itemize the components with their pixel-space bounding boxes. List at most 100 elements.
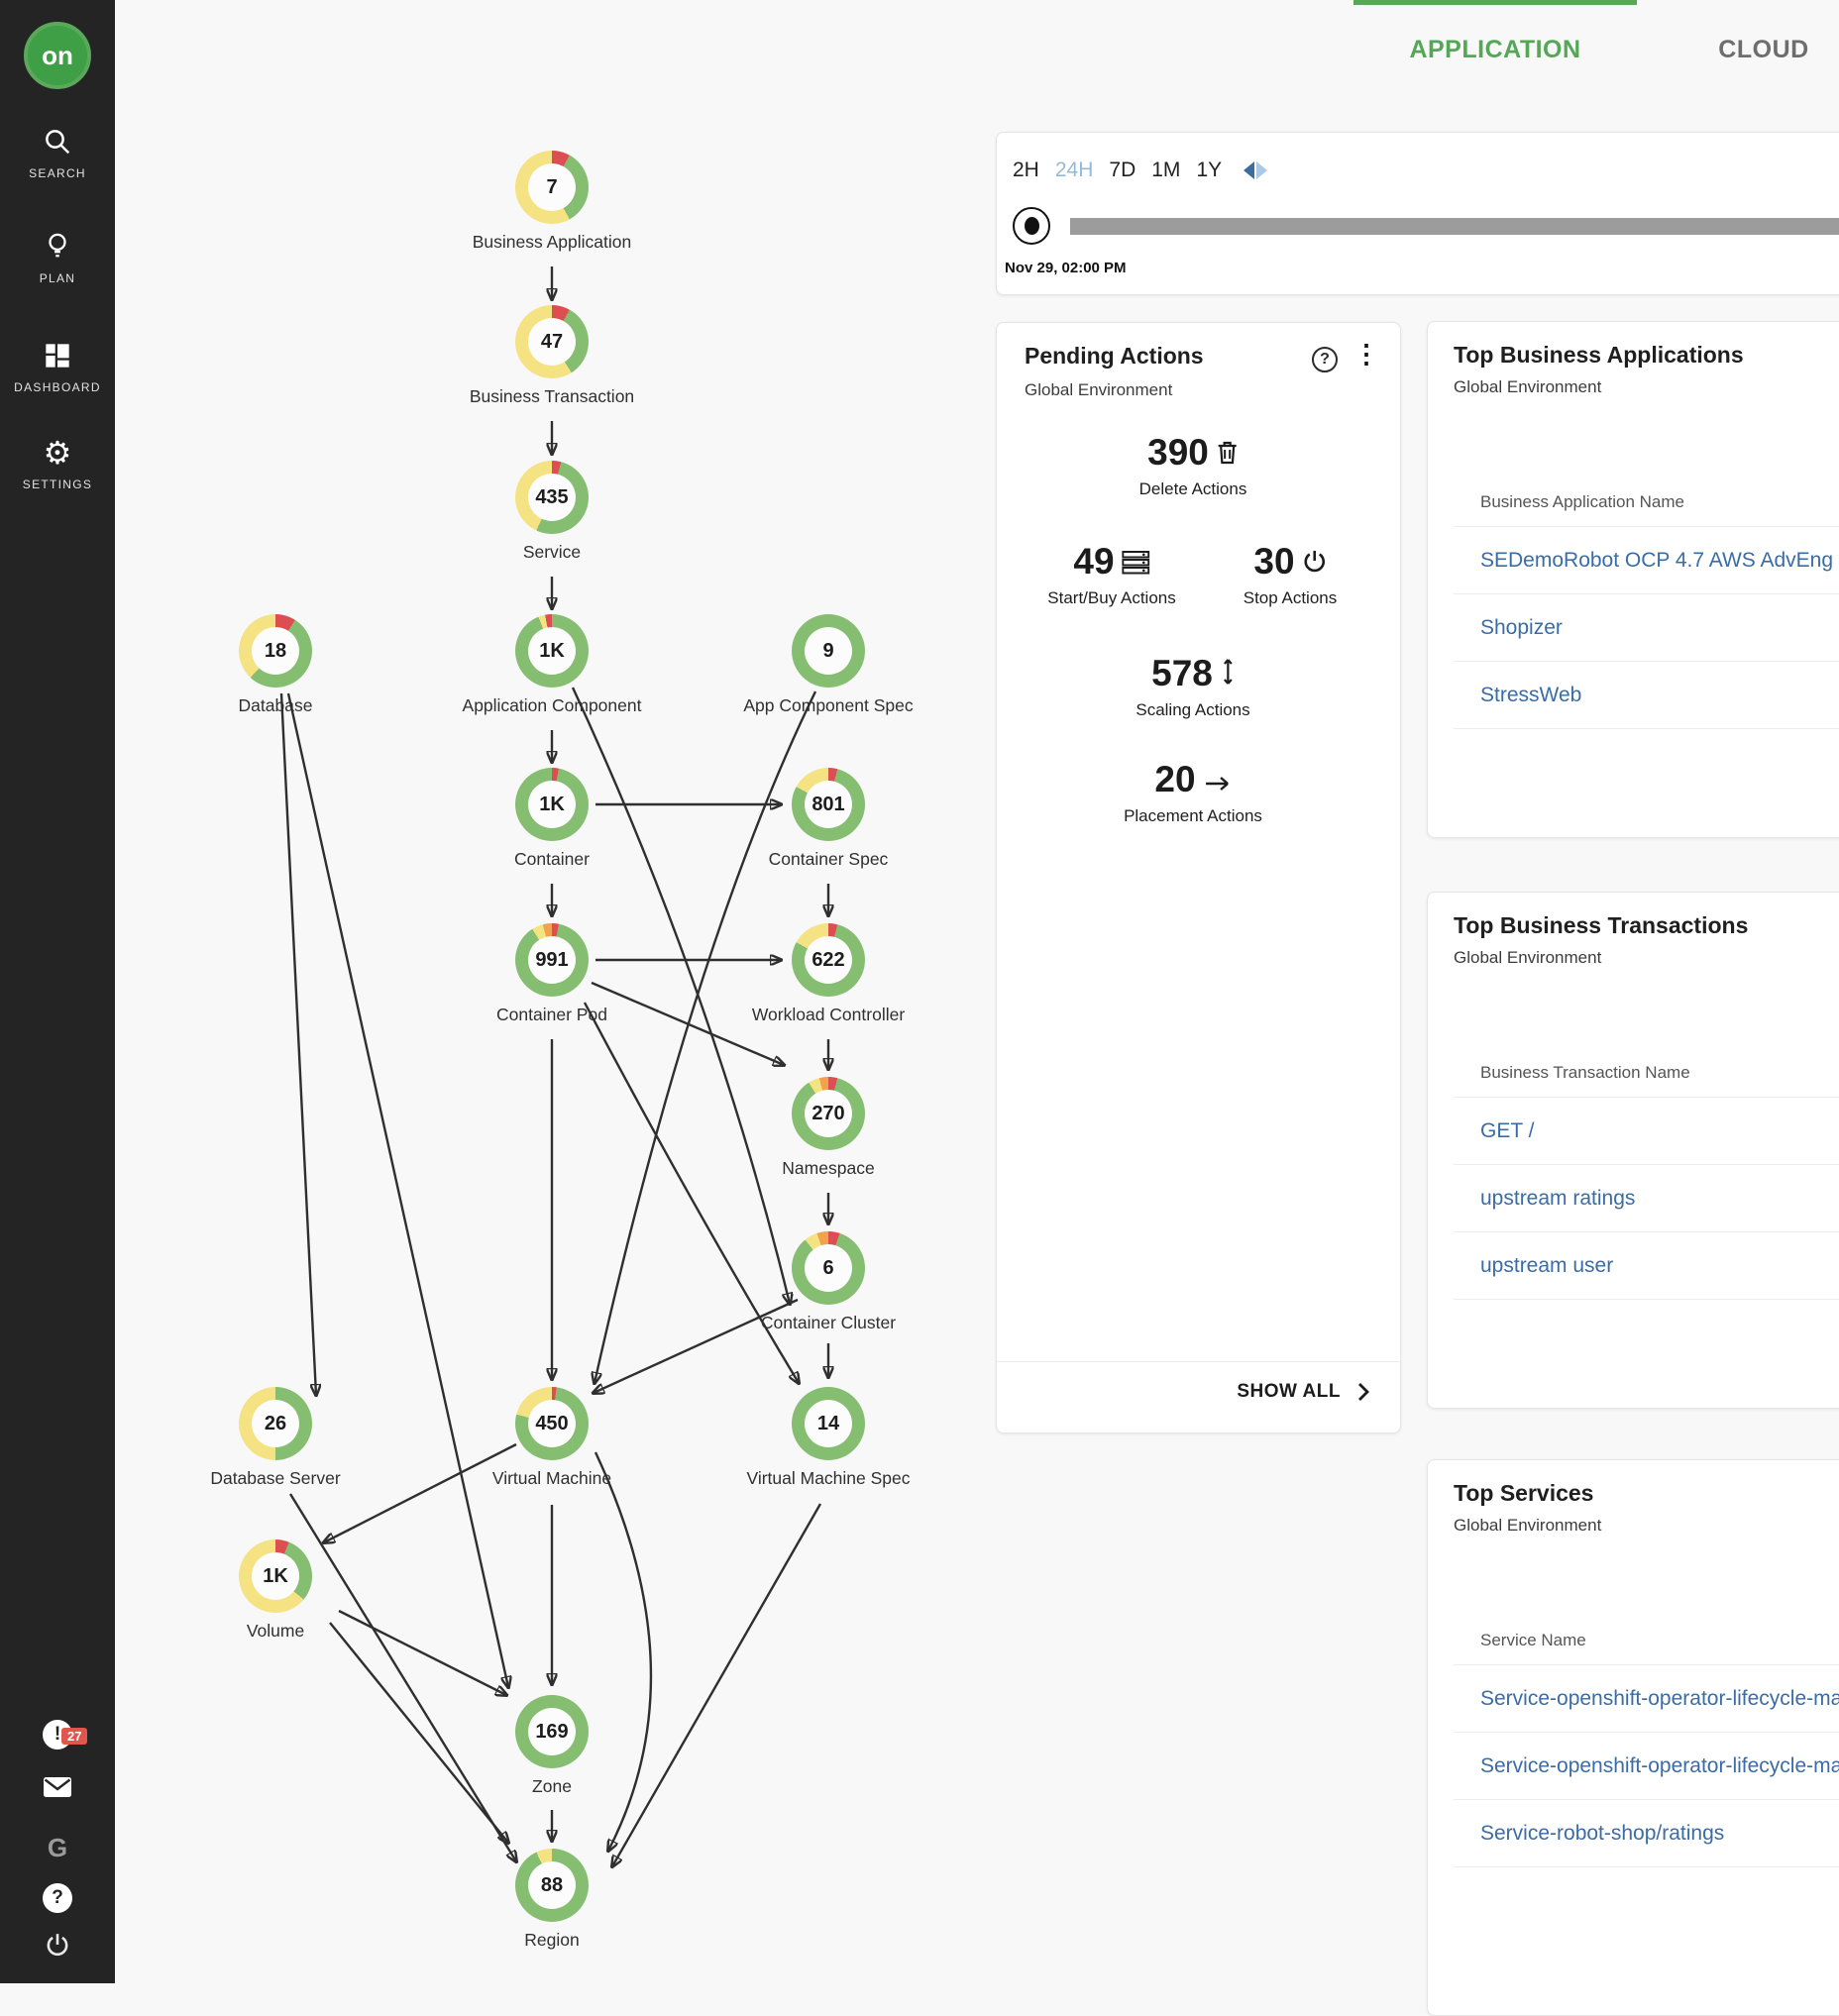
node-count: 1K	[528, 627, 576, 675]
alerts-icon[interactable]: !	[0, 1720, 115, 1750]
donut-ring: 622	[792, 923, 865, 997]
donut-ring: 18	[239, 614, 312, 688]
table-row: SEDemoRobot OCP 4.7 AWS AdvEng	[1454, 527, 1839, 594]
table-row: upstream ratings	[1454, 1165, 1839, 1232]
node-label: Container Pod	[496, 1005, 607, 1024]
entity-link[interactable]: SEDemoRobot OCP 4.7 AWS AdvEng	[1480, 548, 1834, 572]
sidebar-item-plan[interactable]: PLAN	[0, 230, 115, 285]
sidebar-item-dashboard[interactable]: DASHBOARD	[0, 339, 115, 394]
turbonomic-logo[interactable]: on	[24, 22, 91, 89]
entity-link[interactable]: Service-openshift-operator-lifecycle-ma	[1480, 1753, 1839, 1777]
time-stepper-icon[interactable]	[1244, 159, 1268, 182]
entity-link[interactable]: StressWeb	[1480, 683, 1582, 706]
panel-title: Top Services	[1454, 1480, 1594, 1506]
entity-link[interactable]: Service-openshift-operator-lifecycle-ma	[1480, 1686, 1839, 1710]
donut-ring: 1K	[515, 614, 589, 688]
entity-link[interactable]: upstream user	[1480, 1253, 1614, 1277]
sidebar-item-search[interactable]: SEARCH	[0, 125, 115, 180]
entity-link[interactable]: upstream ratings	[1480, 1186, 1636, 1210]
top-services-panel: Top Services Global Environment Service …	[1427, 1459, 1839, 2016]
dashboard-icon	[0, 339, 115, 372]
time-range-1y[interactable]: 1Y	[1196, 159, 1223, 181]
node-label: Workload Controller	[751, 1005, 906, 1024]
power-icon[interactable]	[0, 1932, 115, 1960]
edge-app-component-spec-to-virtual-machine	[595, 690, 817, 1383]
node-count: 801	[805, 781, 852, 828]
time-range-1m[interactable]: 1M	[1151, 159, 1181, 181]
top-business-transactions-panel: Top Business Transactions Global Environ…	[1427, 892, 1839, 1409]
node-label: Zone	[532, 1776, 572, 1796]
node-label: Business Transaction	[469, 386, 635, 406]
entity-link[interactable]: GET /	[1480, 1118, 1535, 1142]
timeline-slider-track[interactable]	[1070, 218, 1839, 235]
node-count: 1K	[528, 781, 576, 828]
donut-ring: 169	[515, 1695, 589, 1768]
panel-scope: Global Environment	[1454, 948, 1602, 967]
timeline-slider-handle[interactable]	[1013, 207, 1050, 245]
tab-application[interactable]: APPLICATION	[1409, 36, 1581, 63]
search-icon	[0, 125, 115, 159]
edge-volume-to-region	[329, 1622, 508, 1843]
edge-database-to-zone	[286, 692, 508, 1687]
time-range-24h[interactable]: 24H	[1054, 159, 1094, 181]
step-forward-icon[interactable]	[1256, 161, 1268, 179]
node-count: 6	[805, 1244, 852, 1292]
table-row: Service-robot-shop/ratings	[1454, 1800, 1839, 1867]
node-label: Database Server	[210, 1468, 341, 1488]
step-back-icon[interactable]	[1244, 161, 1255, 179]
node-label: Database	[238, 695, 313, 715]
entity-link[interactable]: Shopizer	[1480, 615, 1563, 639]
time-range-7d[interactable]: 7D	[1109, 159, 1136, 181]
time-range-2h[interactable]: 2H	[1013, 159, 1039, 181]
donut-ring: 88	[515, 1849, 589, 1922]
donut-ring: 7	[515, 151, 589, 224]
pending-actions-title: Pending Actions	[1025, 343, 1204, 369]
panel-title: Top Business Applications	[1454, 342, 1744, 368]
entity-link[interactable]: Service-robot-shop/ratings	[1480, 1821, 1725, 1845]
edge-application-component-to-container-cluster	[571, 687, 790, 1304]
pending-actions-panel: Pending Actions ? ⋮ Global Environment 3…	[996, 322, 1401, 1433]
kebab-menu-icon[interactable]: ⋮	[1353, 339, 1379, 369]
help-icon[interactable]: ?	[1312, 347, 1338, 372]
node-count: 991	[528, 936, 576, 984]
stat-value: 578	[1151, 653, 1213, 693]
top-business-applications-panel: Top Business Applications Global Environ…	[1427, 321, 1839, 838]
column-header: Business Transaction Name	[1480, 1063, 1690, 1082]
tab-cloud[interactable]: CLOUD	[1718, 36, 1809, 63]
g-icon[interactable]: G	[47, 1833, 68, 1862]
stat-label: Stop Actions	[1243, 588, 1338, 607]
donut-ring: 435	[515, 461, 589, 534]
sidebar-item-settings[interactable]: ⚙SETTINGS	[0, 436, 115, 491]
help-icon[interactable]: ?	[0, 1883, 115, 1913]
donut-ring: 14	[792, 1387, 865, 1460]
table-row: Shopizer	[1454, 594, 1839, 662]
plan-icon	[0, 230, 115, 264]
show-all-button[interactable]: SHOW ALL	[1237, 1381, 1370, 1403]
node-count: 270	[805, 1090, 852, 1137]
mail-icon[interactable]	[0, 1775, 115, 1799]
